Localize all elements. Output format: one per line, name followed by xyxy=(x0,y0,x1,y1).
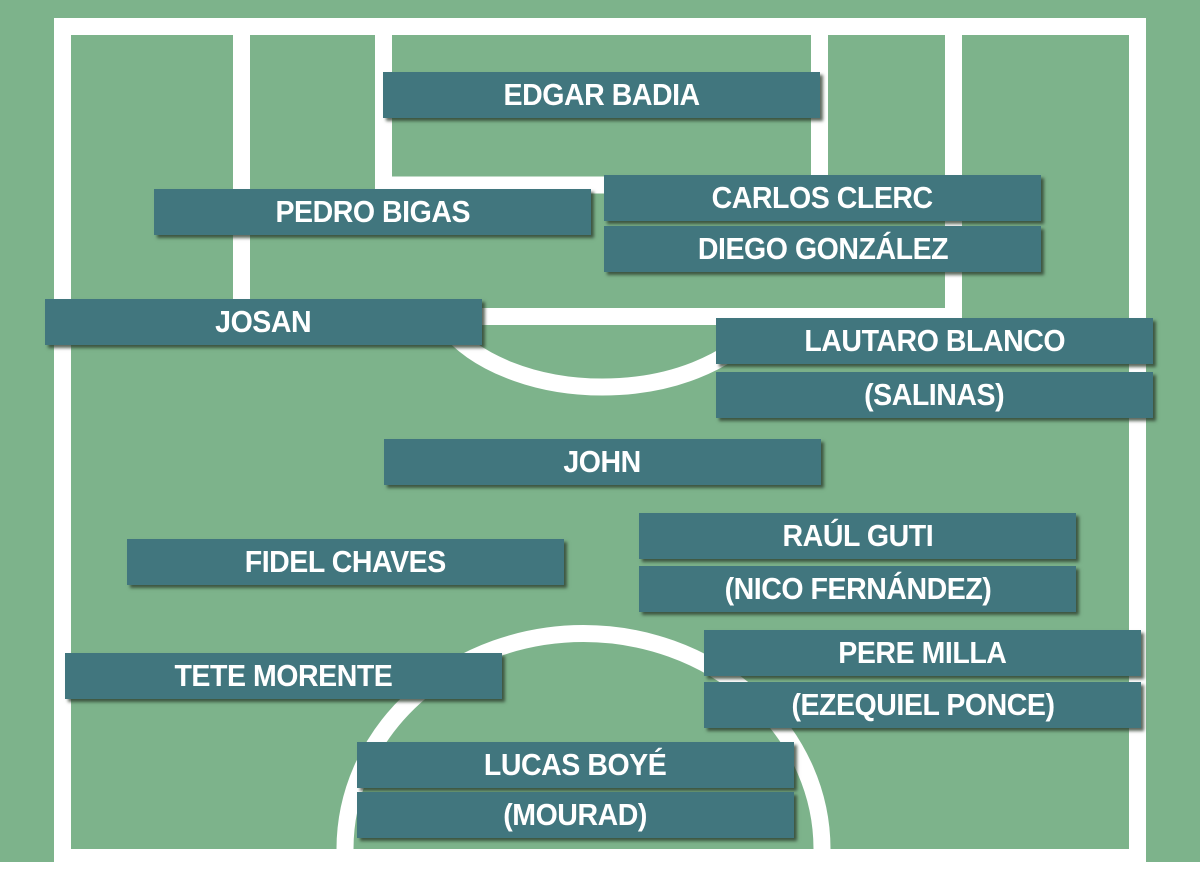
player-winger-left: PERE MILLA xyxy=(704,630,1141,676)
player-defender-right-center-alt: DIEGO GONZÁLEZ xyxy=(604,226,1041,272)
player-name: EDGAR BADIA xyxy=(503,77,700,112)
player-name: (EZEQUIEL PONCE) xyxy=(790,687,1055,722)
player-name: (NICO FERNÁNDEZ) xyxy=(724,571,991,606)
player-name: TETE MORENTE xyxy=(174,658,393,693)
penalty-box xyxy=(233,26,962,325)
player-name: JOSAN xyxy=(215,304,312,339)
player-striker-alt: (MOURAD) xyxy=(357,792,794,838)
player-name: (SALINAS) xyxy=(864,377,1005,412)
player-defender-left-center: PEDRO BIGAS xyxy=(154,189,591,235)
player-name: JOHN xyxy=(563,444,642,479)
player-midfielder-right: FIDEL CHAVES xyxy=(127,539,564,585)
player-midfielder-left: RAÚL GUTI xyxy=(639,513,1076,559)
player-defender-right-back: JOSAN xyxy=(45,299,482,345)
player-goalkeeper: EDGAR BADIA xyxy=(383,72,820,118)
player-midfielder-left-alt: (NICO FERNÁNDEZ) xyxy=(639,566,1076,612)
player-name: LUCAS BOYÉ xyxy=(484,747,667,782)
player-winger-left-alt: (EZEQUIEL PONCE) xyxy=(704,682,1141,728)
player-name: PERE MILLA xyxy=(838,635,1007,670)
player-name: CARLOS CLERC xyxy=(711,180,934,215)
player-defender-left-back-alt: (SALINAS) xyxy=(716,372,1153,418)
touchline xyxy=(54,18,1146,869)
player-striker: LUCAS BOYÉ xyxy=(357,742,794,788)
player-name: PEDRO BIGAS xyxy=(275,194,470,229)
player-name: (MOURAD) xyxy=(503,797,648,832)
player-name: LAUTARO BLANCO xyxy=(804,323,1065,358)
player-defender-right-center: CARLOS CLERC xyxy=(604,175,1041,221)
bottom-edge xyxy=(0,862,1200,869)
player-winger-right: TETE MORENTE xyxy=(65,653,502,699)
player-name: RAÚL GUTI xyxy=(782,518,933,553)
player-name: FIDEL CHAVES xyxy=(244,544,447,579)
player-name: DIEGO GONZÁLEZ xyxy=(697,231,948,266)
player-midfielder-defensive: JOHN xyxy=(384,439,821,485)
player-defender-left-back: LAUTARO BLANCO xyxy=(716,318,1153,364)
